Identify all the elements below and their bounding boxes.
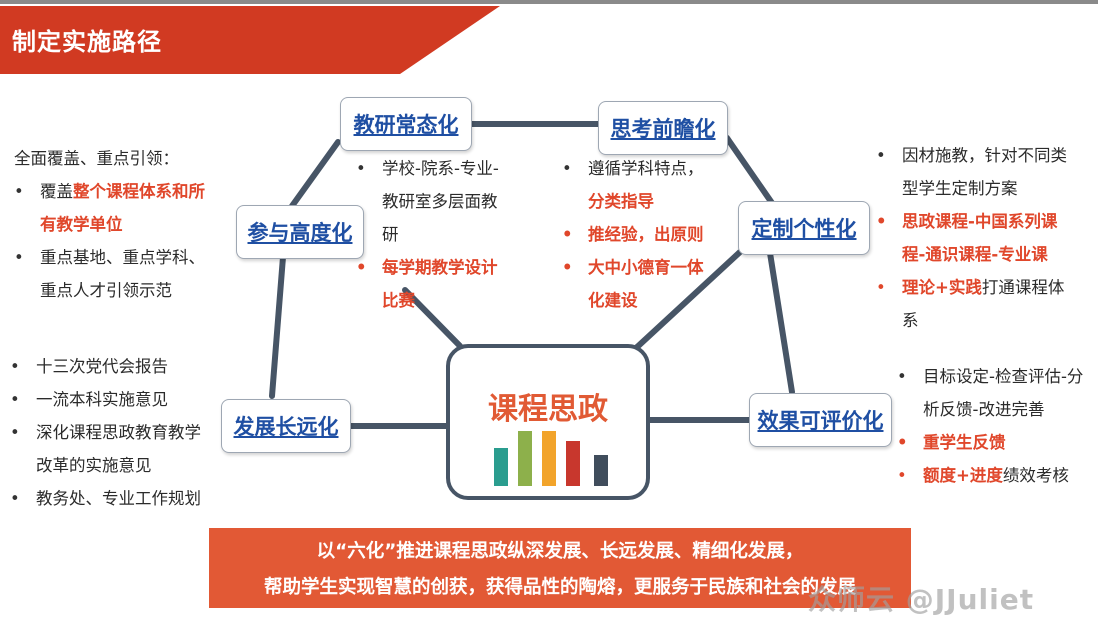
node-custom: 定制个性化	[738, 201, 870, 255]
list-item: •大中小德育一体	[562, 258, 704, 277]
right-top-list: •因材施教，针对不同类 型学生定制方案 •思政课程-中国系列课 程-通识课程-专…	[876, 139, 1096, 337]
list-item-cont: 系	[902, 311, 919, 330]
list-item: •目标设定-检查评估-分	[897, 367, 1084, 386]
list-item: •因材施教，针对不同类	[876, 146, 1067, 165]
list-item: •每学期教学设计	[356, 258, 498, 277]
list-item: •十三次党代会报告	[10, 357, 168, 376]
mid-left-list: •学校-院系-专业- 教研室多层面教 研 •每学期教学设计 比赛	[356, 152, 526, 317]
list-item: •学校-院系-专业-	[356, 159, 499, 178]
page-title: 制定实施路径	[12, 28, 162, 56]
list-item-cont: 有教学单位	[40, 215, 123, 234]
bar-chart-icon-bar	[518, 431, 532, 486]
bar-chart-icon-bar	[542, 431, 556, 486]
list-item: •重学生反馈	[897, 433, 1006, 452]
list-item-cont: 析反馈-改进完善	[923, 400, 1045, 419]
list-item-cont: 研	[382, 225, 399, 244]
left-bottom-list: •十三次党代会报告 •一流本科实施意见 •深化课程思政教育教学 改革的实施意见 …	[10, 350, 225, 515]
list-item-cont: 比赛	[382, 291, 415, 310]
list-item: •理论+实践打通课程体	[876, 278, 1065, 297]
list-item-cont: 程-通识课程-专业课	[902, 245, 1048, 264]
list-item: •覆盖整个课程体系和所	[14, 182, 205, 201]
bar-chart-icon-bar	[594, 455, 608, 486]
link-participate-longterm	[269, 254, 286, 399]
link-custom-center	[633, 249, 743, 351]
right-bottom-list: •目标设定-检查评估-分 析反馈-改进完善 •重学生反馈 •额度+进度绩效考核	[897, 360, 1097, 492]
node-participate: 参与高度化	[236, 205, 364, 259]
title-banner	[0, 6, 500, 74]
node-forward: 思考前瞻化	[598, 101, 728, 155]
list-item-cont: 教研室多层面教	[382, 192, 498, 211]
node-longterm: 发展长远化	[221, 399, 351, 453]
list-item: •额度+进度绩效考核	[897, 466, 1069, 485]
bar-chart-icon-bar	[494, 448, 508, 486]
mid-right-list: •遵循学科特点， 分类指导 •推经验，出原则 •大中小德育一体 化建设	[562, 152, 737, 317]
bar-chart-icon-bar	[566, 441, 580, 486]
center-title: 课程思政	[488, 392, 608, 427]
link-custom-evaluate	[767, 250, 795, 395]
list-item: •思政课程-中国系列课	[876, 212, 1058, 231]
list-item: •一流本科实施意见	[10, 390, 168, 409]
node-research: 教研常态化	[340, 97, 472, 151]
node-evaluate: 效果可评价化	[749, 393, 892, 447]
left-top-intro: 全面覆盖、重点引领：	[14, 149, 179, 168]
list-item-cont: 分类指导	[588, 192, 654, 211]
slogan-line-2: 帮助学生实现智慧的创获，获得品性的陶熔，更服务于民族和社会的发展	[263, 577, 856, 598]
link-participate-research	[289, 139, 341, 209]
list-item: •遵循学科特点，	[562, 159, 704, 178]
slogan-line-1: 以“六化”推进课程思政纵深发展、长远发展、精细化发展，	[316, 541, 804, 562]
slogan-banner: 以“六化”推进课程思政纵深发展、长远发展、精细化发展， 帮助学生实现智慧的创获，…	[209, 528, 911, 608]
list-item-cont: 化建设	[588, 291, 638, 310]
list-item-cont: 型学生定制方案	[902, 179, 1018, 198]
watermark: 众师云 @JJuliet	[808, 583, 1035, 616]
link-research-center	[402, 287, 463, 349]
list-item: •深化课程思政教育教学	[10, 423, 201, 442]
list-item-cont: 改革的实施意见	[36, 456, 152, 475]
list-item: •重点基地、重点学科、	[14, 248, 205, 267]
link-forward-custom	[724, 135, 775, 206]
list-item-cont: 重点人才引领示范	[40, 281, 172, 300]
left-top-list: 全面覆盖、重点引领： •覆盖整个课程体系和所 有教学单位 •重点基地、重点学科、…	[14, 142, 239, 307]
list-item: •推经验，出原则	[562, 225, 704, 244]
top-rule	[0, 0, 1098, 4]
list-item: •教务处、专业工作规划	[10, 489, 201, 508]
center-box: 课程思政	[446, 344, 650, 500]
